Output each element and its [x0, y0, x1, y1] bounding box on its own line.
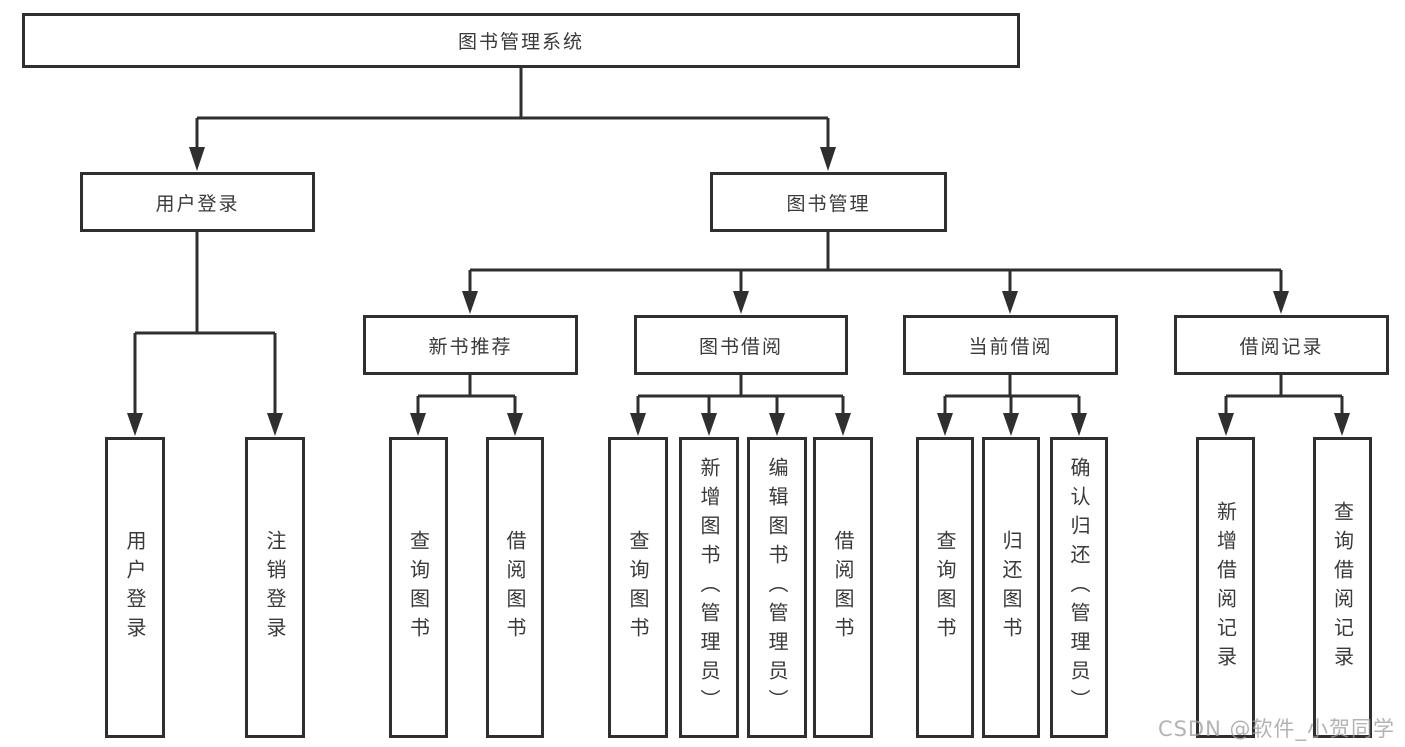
node-label: 注销登录 — [263, 529, 287, 646]
node-book-management-branch: 图书管理 — [710, 172, 947, 232]
leaf-query-books-1: 查询图书 — [389, 437, 448, 738]
node-book-borrow: 图书借阅 — [634, 315, 848, 375]
node-borrow-record: 借阅记录 — [1174, 315, 1389, 375]
leaf-borrow-books-2: 借阅图书 — [813, 437, 873, 738]
node-label: 查询图书 — [406, 529, 431, 646]
node-label: 当前借阅 — [968, 335, 1053, 358]
node-current-borrow: 当前借阅 — [903, 315, 1118, 375]
node-label: 用户登录 — [123, 529, 147, 646]
node-label: 图书管理 — [786, 192, 871, 215]
leaf-query-borrow-record: 查询借阅记录 — [1313, 437, 1372, 738]
node-label: 确认归还（管理员） — [1067, 457, 1091, 718]
leaf-confirm-return-admin: 确认归还（管理员） — [1050, 437, 1108, 738]
node-label: 查询图书 — [626, 529, 650, 646]
leaf-user-login: 用户登录 — [105, 437, 165, 738]
leaf-add-book-admin: 新增图书（管理员） — [679, 437, 739, 738]
node-label: 编辑图书（管理员） — [765, 457, 789, 718]
node-label: 查询借阅记录 — [1330, 500, 1355, 675]
node-label: 新增借阅记录 — [1213, 500, 1238, 675]
node-label: 查询图书 — [933, 529, 957, 646]
node-label: 借阅图书 — [831, 529, 855, 646]
node-label: 借阅图书 — [503, 529, 527, 646]
csdn-watermark: CSDN @软件_小贺同学 — [1157, 717, 1395, 741]
node-label: 用户登录 — [155, 192, 240, 215]
node-label: 借阅记录 — [1239, 335, 1324, 358]
node-label: 新增图书（管理员） — [697, 457, 721, 718]
node-library-management-system: 图书管理系统 — [22, 13, 1020, 68]
arrowhead-icons — [127, 147, 1350, 436]
leaf-borrow-books-1: 借阅图书 — [486, 437, 544, 738]
leaf-add-borrow-record: 新增借阅记录 — [1196, 437, 1255, 738]
node-label: 新书推荐 — [428, 335, 513, 358]
node-label: 图书管理系统 — [457, 31, 584, 53]
leaf-edit-book-admin: 编辑图书（管理员） — [747, 437, 807, 738]
leaf-return-book: 归还图书 — [982, 437, 1040, 738]
leaf-logout: 注销登录 — [245, 437, 305, 738]
leaf-query-books-3: 查询图书 — [916, 437, 974, 738]
node-new-book-recommend: 新书推荐 — [363, 315, 578, 375]
node-label: 图书借阅 — [698, 335, 783, 358]
node-label: 归还图书 — [999, 529, 1023, 646]
node-user-login-branch: 用户登录 — [80, 172, 315, 232]
leaf-query-books-2: 查询图书 — [608, 437, 668, 738]
